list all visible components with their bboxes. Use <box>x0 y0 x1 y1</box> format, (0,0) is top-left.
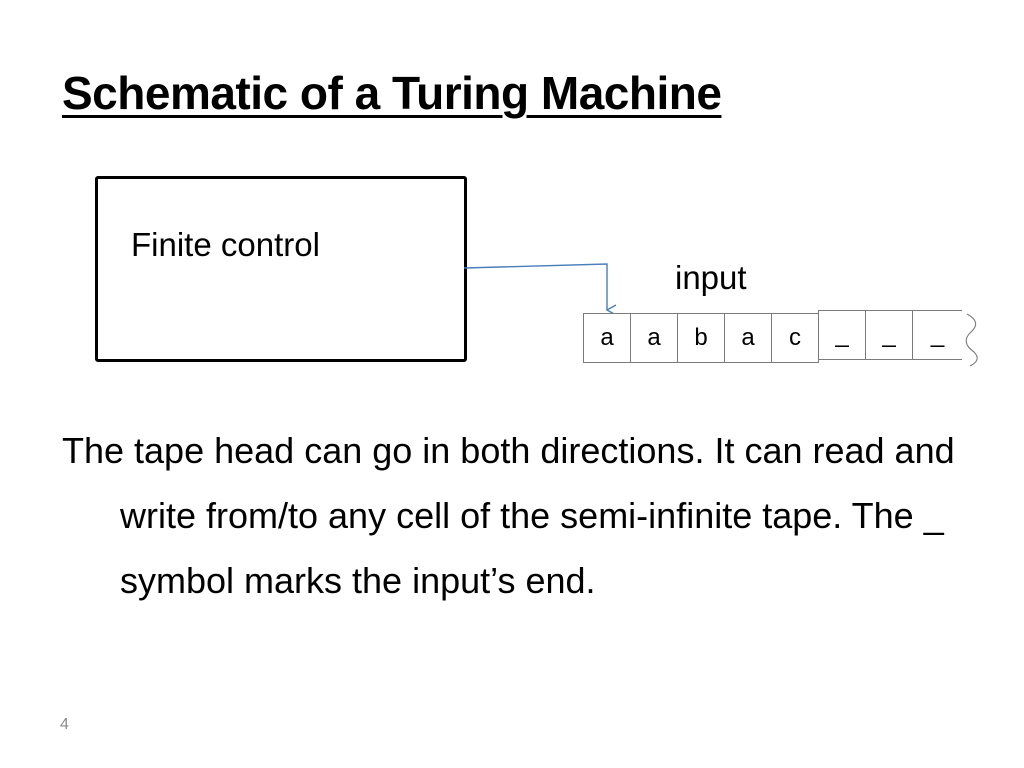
slide-title: Schematic of a Turing Machine <box>62 67 722 119</box>
page-number: 4 <box>60 716 69 733</box>
tape-cell: a <box>583 313 631 363</box>
tape-cell: _ <box>818 310 866 360</box>
finite-control-box <box>95 176 467 362</box>
tape-cell: _ <box>865 310 913 360</box>
tape-cell: b <box>677 313 725 363</box>
tape-cell: _ <box>912 310 962 360</box>
finite-control-label: Finite control <box>131 226 320 263</box>
input-label: input <box>675 259 747 296</box>
tape-cell: c <box>771 313 819 363</box>
tape-cell: a <box>630 313 678 363</box>
body-text: The tape head can go in both directions.… <box>62 430 955 601</box>
tape-cell: a <box>724 313 772 363</box>
